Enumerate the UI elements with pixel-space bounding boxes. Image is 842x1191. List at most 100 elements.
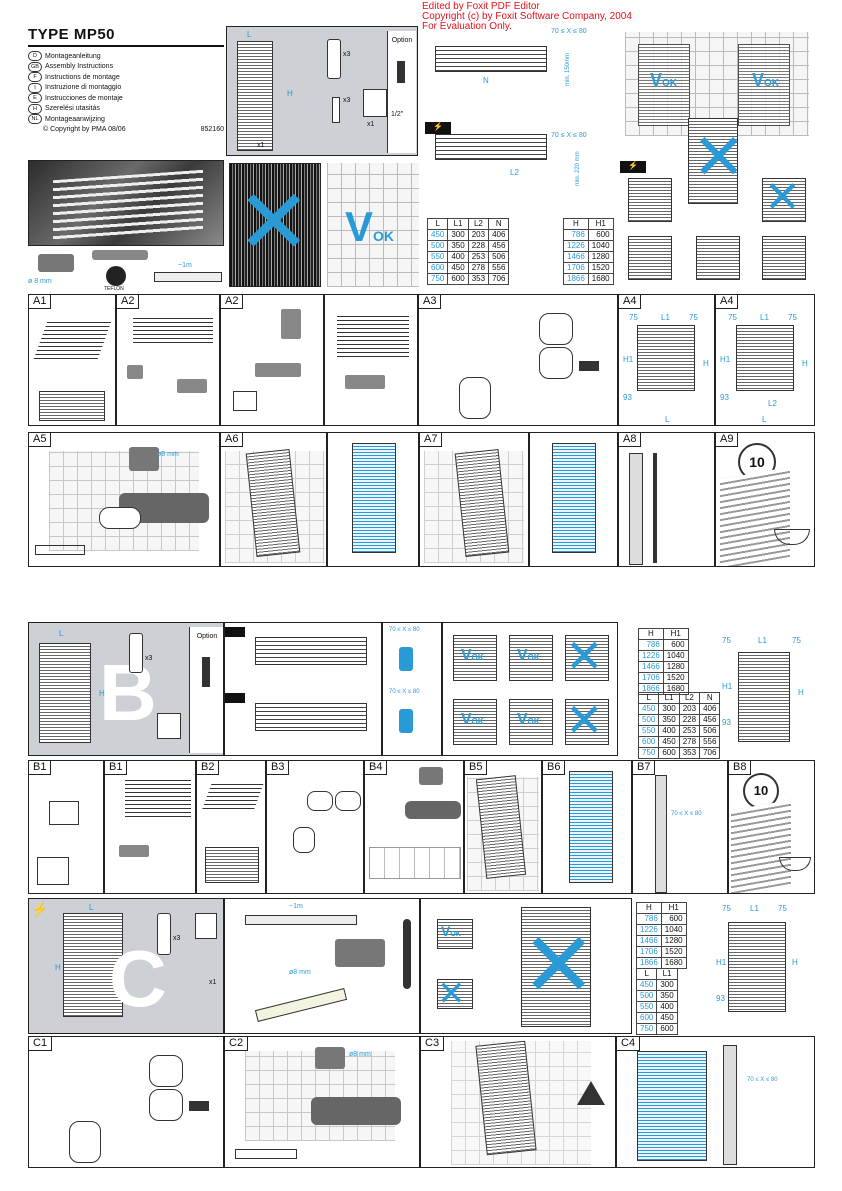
- step-label: A3: [419, 295, 442, 309]
- kit-contents-a: L H x3 x3 x1 x1 Option 1/2": [226, 26, 418, 156]
- table-cell: 1680: [587, 273, 614, 285]
- language-code: GB: [28, 61, 42, 72]
- step-label: A9: [716, 433, 739, 447]
- step-b1-valve: B1: [104, 760, 196, 894]
- table-cell: 450: [656, 1012, 678, 1024]
- step-b5: B5: [464, 760, 542, 894]
- table-header: L1: [658, 692, 680, 704]
- electric-box-icon: [233, 391, 257, 411]
- step-label: A2: [117, 295, 140, 309]
- step-a9: A9 10: [715, 432, 815, 567]
- step-a6-b: [327, 432, 419, 567]
- radiator-icon: [237, 41, 273, 151]
- table-cell: 228: [678, 714, 701, 726]
- table-cell: 1706: [638, 672, 664, 684]
- table-cell: 450: [637, 703, 660, 715]
- watermark: Edited by Foxit PDF Editor Copyright (c)…: [422, 2, 632, 32]
- table-header: H: [636, 902, 662, 914]
- watermark-line3: For Evaluation Only.: [422, 21, 512, 32]
- folding-rule-icon: [254, 988, 348, 1022]
- table-cell: 1520: [662, 672, 689, 684]
- table-cell: 600: [587, 229, 614, 241]
- copyright: © Copyright by PMA 08/06: [43, 126, 126, 133]
- table-cell: 353: [467, 273, 490, 285]
- connection-b-detail: 70 ≤ X ≤ 80 70 ≤ X ≤ 80: [382, 622, 442, 756]
- step-label: A1: [29, 295, 52, 309]
- connection-drawings-a: 70 ≤ X ≤ 80 N min. 150mm ⚡ 70 ≤ X ≤ 80 L…: [425, 26, 618, 291]
- electric-icon: ⚡: [425, 122, 451, 134]
- kit-contents-c: ⚡ L H C x3 x1: [28, 898, 224, 1034]
- option-area: Option 1/2": [387, 31, 416, 153]
- teflon-tape-icon: [106, 266, 126, 286]
- table-header: H1: [662, 628, 689, 640]
- table-cell: 278: [678, 736, 701, 748]
- product-photo: [28, 160, 224, 246]
- table-cell: 450: [658, 736, 680, 748]
- dim-l2: L2: [510, 168, 519, 177]
- table-cell: 1280: [662, 661, 689, 673]
- step-label: A4: [619, 295, 642, 309]
- table-cell: 353: [678, 747, 701, 759]
- language-text: Instruzione di montaggio: [45, 84, 122, 91]
- bracket-icon: [129, 633, 143, 673]
- table-cell: 400: [658, 725, 680, 737]
- table-cell: 203: [678, 703, 701, 715]
- watermark-line1: Edited by Foxit PDF Editor: [422, 1, 540, 12]
- step-a6: A6: [220, 432, 327, 567]
- table-cell: 750: [426, 273, 449, 285]
- table-cell: 1466: [563, 251, 589, 263]
- table-cell: 1706: [563, 262, 589, 274]
- table-cell: 1280: [660, 935, 687, 947]
- table-cell: 1466: [636, 935, 662, 947]
- step-b7: B7 70 ≤ X ≤ 80: [632, 760, 728, 894]
- table-cell: 600: [658, 747, 680, 759]
- step-a1: A1: [28, 294, 116, 426]
- table-cell: 400: [656, 1001, 678, 1013]
- drill-icon: [335, 939, 385, 967]
- table-cell: 450: [447, 262, 469, 274]
- drill-icon: [419, 767, 443, 785]
- qty-x3: x3: [343, 51, 351, 58]
- table-cell: 506: [488, 251, 510, 263]
- x-mark: ✕: [692, 121, 746, 195]
- step-label: B8: [729, 761, 752, 775]
- mounting-check-b: VOK VOK ✕ VOK VOK ✕: [442, 622, 618, 756]
- step-b1: B1: [28, 760, 104, 894]
- step-label: A5: [29, 433, 52, 447]
- table-cell: 506: [699, 725, 721, 737]
- table-cell: 550: [426, 251, 449, 263]
- vok-mark: VOK: [650, 70, 678, 90]
- language-code: E: [28, 93, 42, 103]
- step-label: B4: [365, 761, 388, 775]
- x-mark: ✕: [236, 170, 312, 275]
- table-cell: 350: [447, 240, 469, 252]
- table-cell: 706: [488, 273, 510, 285]
- step-a4-electric: A4 75 L1 75 H1 93 H L2 L: [715, 294, 815, 426]
- step-label: B1: [29, 761, 52, 775]
- tools-c: ~1m ø8 mm: [224, 898, 420, 1034]
- spirit-level-icon: [35, 545, 85, 555]
- page-title: TYPE MP50: [28, 26, 116, 43]
- table-cell: 550: [637, 725, 660, 737]
- level-length: ~1m: [178, 262, 192, 269]
- step-c3: C3: [420, 1036, 616, 1168]
- table-header: L1: [656, 968, 678, 980]
- vok-mark: VOK: [345, 203, 395, 250]
- drill-icon: [315, 1047, 345, 1069]
